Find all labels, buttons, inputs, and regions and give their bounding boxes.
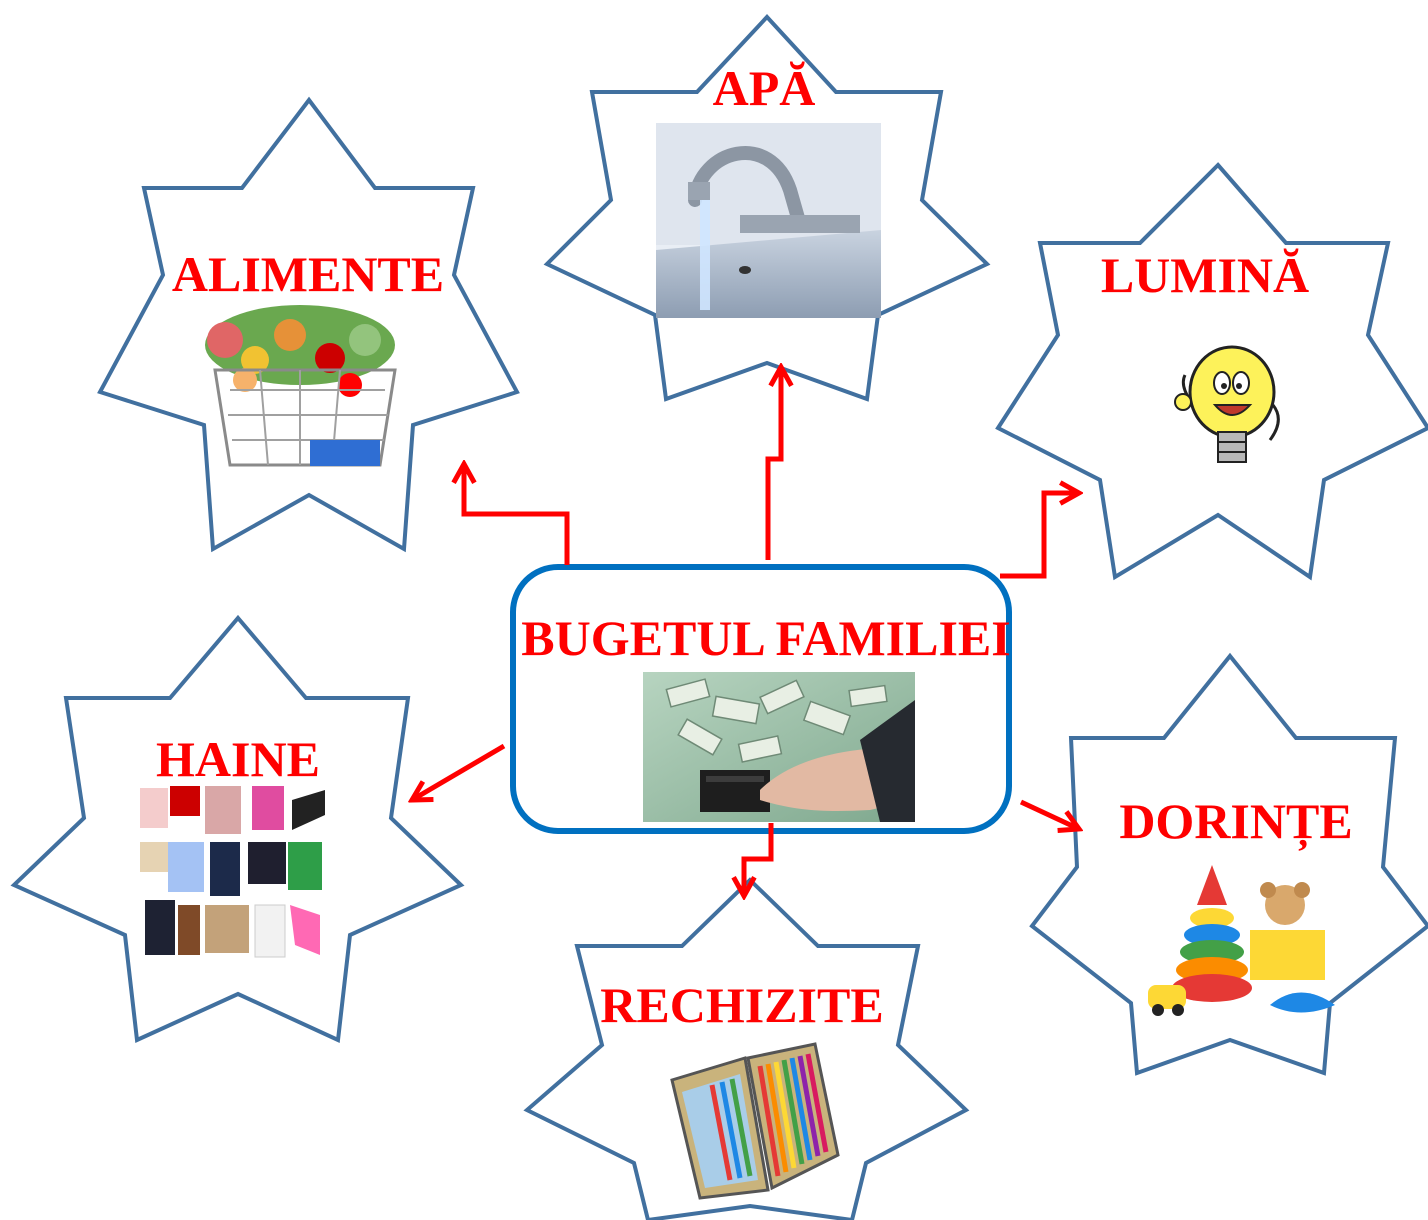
node-label-apa: APĂ [713, 60, 816, 116]
arrow-to-lumina [1000, 493, 1079, 579]
pencil-case-image [670, 1042, 840, 1200]
arrow-to-haine [412, 743, 506, 800]
grocery-basket-image [205, 305, 397, 467]
star-rechizite [523, 877, 970, 1220]
star-dorinte [1029, 652, 1428, 1076]
node-label-rechizite: RECHIZITE [600, 977, 883, 1033]
center-title: BUGETUL FAMILIEI [521, 610, 1010, 666]
arrow-to-dorinte [1019, 799, 1079, 829]
node-label-lumina: LUMINĂ [1101, 247, 1309, 303]
arrow-to-alimente [464, 464, 570, 565]
node-label-alimente: ALIMENTE [172, 246, 444, 302]
water-faucet-image [656, 123, 881, 318]
node-label-dorinte: DORINȚE [1119, 793, 1352, 852]
toys-image [1148, 865, 1335, 1016]
node-label-haine: HAINE [156, 731, 320, 787]
arrow-to-apa [765, 367, 781, 560]
clothes-image [140, 786, 325, 958]
arrow-to-rechizite [744, 823, 774, 896]
money-wallet-image [643, 672, 915, 822]
light-bulb-image [1174, 345, 1280, 463]
